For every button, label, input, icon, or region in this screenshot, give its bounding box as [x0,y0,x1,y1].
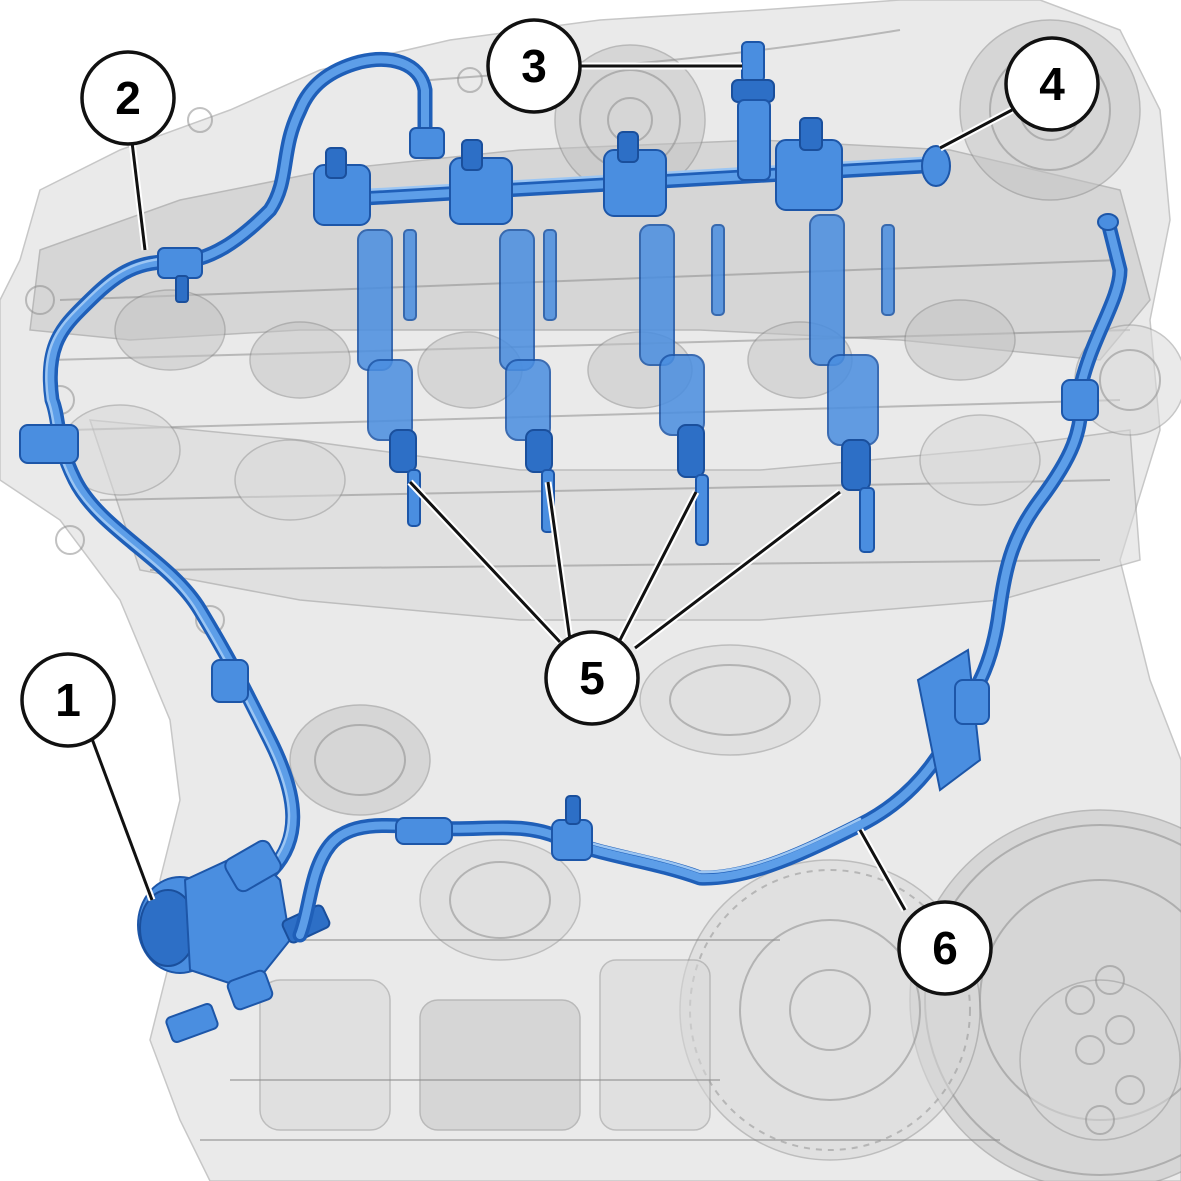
callout-1-label: 1 [55,674,81,726]
callout-5: 5 [544,630,640,726]
fuel-injectors [357,214,895,553]
fuel-rail [313,117,951,226]
flywheel [909,809,1181,1181]
callout-3: 3 [486,18,582,114]
fuel-system [19,41,1128,1044]
low-pressure-line [292,213,1128,943]
callout-1: 1 [20,652,116,748]
injector-3 [639,224,725,546]
injector-1 [357,229,421,527]
rail-pressure-sensor [731,41,775,181]
injector-4 [809,214,895,553]
callout-2: 2 [80,50,176,146]
callout-5-label: 5 [579,652,605,704]
leader-lines [81,62,1014,912]
throttle-body [289,644,821,961]
callout-2-label: 2 [115,72,141,124]
lower-components [200,939,1000,1141]
callout-4-label: 4 [1039,58,1065,110]
callout-6-label: 6 [932,922,958,974]
injector-2 [499,229,557,533]
callout-6: 6 [897,900,993,996]
callout-3-label: 3 [521,40,547,92]
callout-4: 4 [1004,36,1100,132]
high-pressure-line [19,52,445,878]
